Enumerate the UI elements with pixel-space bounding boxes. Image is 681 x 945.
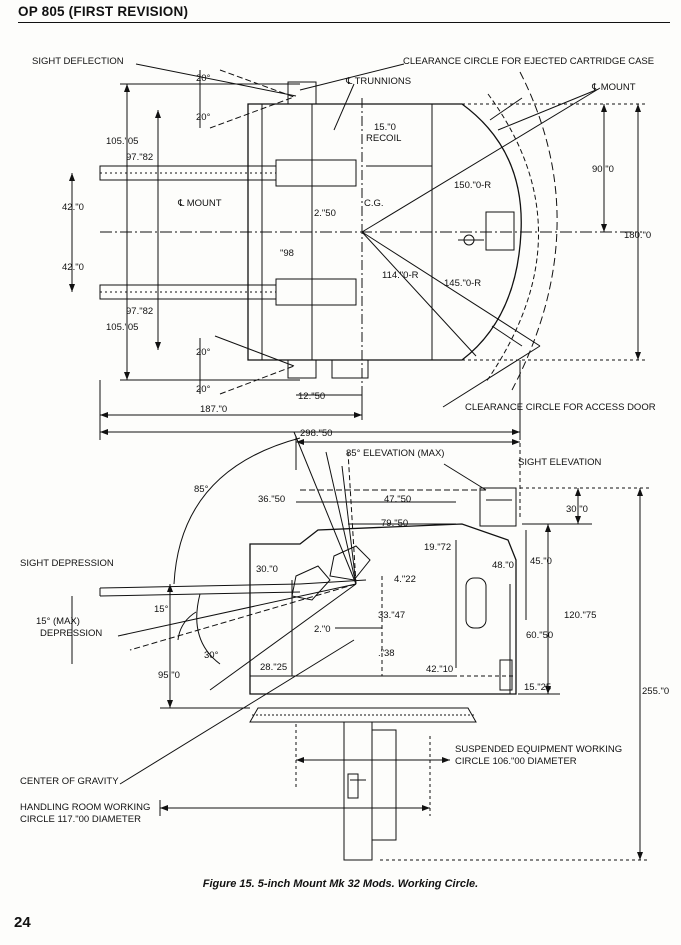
label-recoil: RECOIL [366,133,401,144]
label-dim-97-82-bot: 97."82 [126,306,153,317]
label-angle-15: 15° [154,604,169,615]
label-sight-depression: SIGHT DEPRESSION [20,558,114,569]
label-dim-187-0: 187."0 [200,404,227,415]
label-cl-mount-right: ℄ MOUNT [591,82,636,93]
label-dep-15-b: DEPRESSION [40,628,102,639]
label-dim-42-0-a: 42."0 [62,202,84,213]
label-dim-42-0-b: 42."0 [62,262,84,273]
label-dim-98: "98 [280,248,294,259]
page-number: 24 [14,914,31,931]
label-dim-15-0: 15."0 [374,122,396,133]
label-dim-145-0-r: 145."0-R [444,278,481,289]
label-cg-top: C.G. [364,198,384,209]
label-angle-20-b: 20° [196,112,211,123]
plan-view-mount [99,81,523,379]
label-clearance-ejected: CLEARANCE CIRCLE FOR EJECTED CARTRIDGE C… [403,56,654,67]
label-angle-20-c: 20° [196,347,211,358]
figure-caption: Figure 15. 5-inch Mount Mk 32 Mods. Work… [202,878,479,890]
label-dim-60-50: 60."50 [526,630,553,641]
label-dim-95-0: 95."0 [158,670,180,681]
label-susp-2: CIRCLE 106."00 DIAMETER [455,756,577,767]
label-dim-12-50: 12."50 [298,391,325,402]
label-dim-28-25: 28."25 [260,662,287,673]
label-dim-90-0: 90."0 [592,164,614,175]
page-header: OP 805 (FIRST REVISION) [18,4,189,19]
label-susp-1: SUSPENDED EQUIPMENT WORKING [455,744,622,755]
label-dim-150-0-r: 150."0-R [454,180,491,191]
label-dim-47-50: 47."50 [384,494,411,505]
label-dim-15-25: 15."25 [524,682,551,693]
label-dim-33-47: 33."47 [378,610,405,621]
label-dim-105-05-top: 105."05 [106,136,138,147]
label-dim-2-50: 2."50 [314,208,336,219]
label-dim-255-0: 255."0 [642,686,669,697]
side-view-mount [249,487,517,861]
label-sight-deflection: SIGHT DEFLECTION [32,56,124,67]
label-dim-45-0: 45."0 [530,556,552,567]
label-clearance-access: CLEARANCE CIRCLE FOR ACCESS DOOR [465,402,656,413]
label-dim-36-50: 36."50 [258,494,285,505]
label-cl-mount-left: ℄ MOUNT [177,198,222,209]
label-dim-180-0: 180."0 [624,230,651,241]
label-handling-1: HANDLING ROOM WORKING [20,802,150,813]
label-dim-19-72: 19."72 [424,542,451,553]
label-dim-4-22: 4."22 [394,574,416,585]
label-dim-42-10: 42."10 [426,664,453,675]
label-angle-30: 30° [204,650,219,661]
label-cl-trunnions: ℄ TRUNNIONS [345,76,411,87]
label-handling-2: CIRCLE 117."00 DIAMETER [20,814,141,825]
label-dim-30-0-left: 30."0 [256,564,278,575]
label-dim-120-75: 120."75 [564,610,596,621]
label-dim-97-82-top: 97."82 [126,152,153,163]
label-elev-max: 85° ELEVATION (MAX) [346,448,444,459]
label-angle-20-a: 20° [196,73,211,84]
label-dim-38: ."38 [378,648,395,659]
label-angle-20-d: 20° [196,384,211,395]
label-dep-15-a: 15° (MAX) [36,616,80,627]
label-dim-105-05-bot: 105."05 [106,322,138,333]
label-angle-85: 85° [194,484,209,495]
label-dim-79-50: 79."50 [381,518,408,529]
label-center-gravity: CENTER OF GRAVITY [20,776,119,787]
label-dim-48-0: 48."0 [492,560,514,571]
header-rule [18,22,670,23]
label-dim-114-0-r: 114."0-R [382,270,419,281]
label-sight-elevation: SIGHT ELEVATION [518,457,602,468]
label-dim-30-0-top: 30."0 [566,504,588,515]
label-dim-298-50: 298."50 [300,428,332,439]
label-dim-2-0: 2."0 [314,624,331,635]
